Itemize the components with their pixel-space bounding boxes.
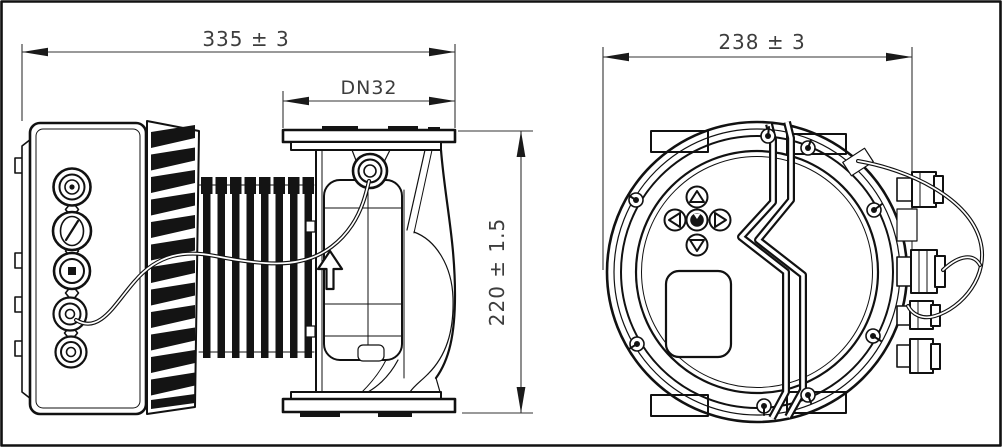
- cover-screw: [865, 328, 882, 344]
- cable-gland-2: [896, 249, 946, 294]
- up-arrow-icon: [689, 190, 705, 203]
- cover-screw: [756, 398, 772, 416]
- mounting-tab-bottom-left: [650, 394, 709, 417]
- pump-housing: [305, 148, 457, 395]
- flow-direction-up-arrow-icon: [316, 249, 344, 291]
- enter-icon: [690, 213, 704, 227]
- cover-screw: [800, 139, 816, 156]
- keypad-down-button: [685, 233, 709, 257]
- cover-screw: [866, 202, 883, 218]
- dim-front-width-label: 238 ± 3: [718, 30, 805, 54]
- slash-mark: [64, 219, 80, 242]
- cable-gland-4: [896, 338, 941, 374]
- sensor-cable: [74, 179, 371, 326]
- cover-screw: [627, 192, 644, 208]
- right-arrow-icon: [714, 212, 727, 228]
- keypad-left-button: [663, 208, 687, 232]
- cable-gland-port-1: [52, 167, 92, 207]
- keypad-right-button: [708, 208, 732, 232]
- dim-overall-length: 335 ± 3: [21, 27, 456, 128]
- cover-screws: [627, 126, 883, 416]
- cover-screw: [760, 126, 776, 144]
- junction-block: [896, 208, 918, 242]
- dim-flange-dn32-label: DN32: [340, 77, 397, 99]
- front-view: 238 ± 3: [602, 30, 984, 424]
- side-view: 335 ± 3 DN32 220 ± 1.5: [14, 27, 533, 417]
- side-cable-glands: [896, 171, 946, 374]
- top-flange: [281, 126, 457, 151]
- down-arrow-icon: [689, 239, 705, 252]
- keypad-up-button: [685, 185, 709, 209]
- heatsink-fins: [146, 120, 200, 415]
- cover-screw: [800, 387, 816, 404]
- cable-gland-port-4: [54, 335, 88, 369]
- dim-flange-dn32: DN32: [282, 77, 455, 128]
- external-cable-loop: [856, 159, 984, 320]
- keypad-enter-button: [685, 208, 709, 232]
- front-cover: [605, 120, 909, 424]
- left-arrow-icon: [668, 212, 681, 228]
- cable-gland-port-2: [52, 251, 92, 291]
- dim-overall-length-label: 335 ± 3: [202, 27, 289, 51]
- mounting-tab-top-left: [650, 130, 709, 153]
- vent-plug: [351, 149, 391, 190]
- dim-overall-height: 220 ± 1.5: [458, 130, 533, 414]
- dim-overall-height-label: 220 ± 1.5: [485, 218, 509, 326]
- control-box: [14, 121, 148, 416]
- motor-fins: [198, 177, 315, 358]
- cover-screw: [628, 336, 645, 352]
- selector-port: [51, 210, 93, 252]
- display-window: [664, 269, 733, 359]
- bottom-flange: [281, 391, 457, 417]
- cable-gland-port-3: [52, 296, 88, 332]
- mounting-tab-bottom-right: [786, 391, 847, 414]
- keypad: [663, 185, 732, 257]
